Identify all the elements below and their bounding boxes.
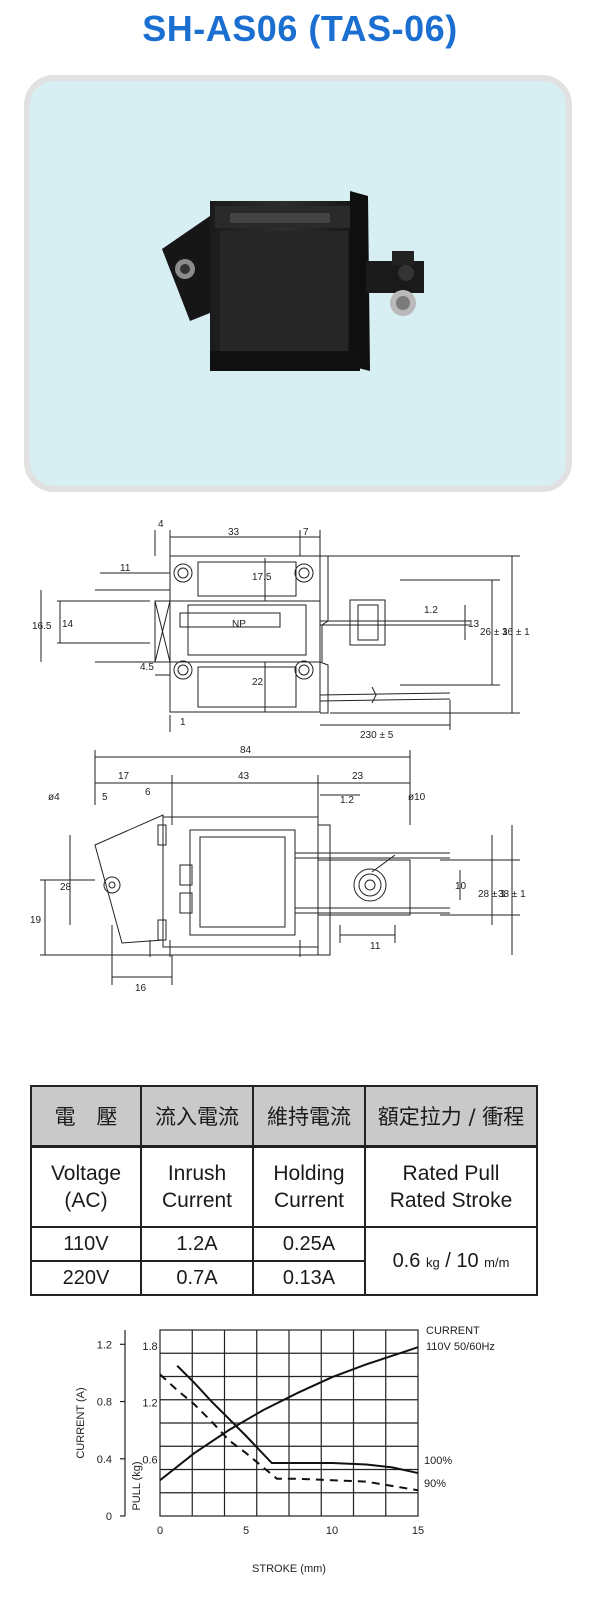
header-rated-zh: 額定拉力 / 衝程: [364, 1085, 538, 1148]
dim-front-6: 6: [145, 787, 151, 798]
dim-top-22: 22: [252, 677, 264, 688]
dim-top-16-5: 16.5: [32, 621, 52, 632]
x-tick-label: 10: [326, 1525, 338, 1537]
cell-rated: 0.6 kg / 10 m/m: [364, 1226, 538, 1296]
header-voltage-zh: 電 壓: [30, 1085, 142, 1148]
table-row: 110V 1.2A 0.25A 0.6 kg / 10 m/m: [30, 1226, 538, 1296]
cell-voltage: 110V: [30, 1226, 142, 1262]
dim-top-14: 14: [62, 619, 74, 630]
pull-tick-label: 0.6: [142, 1454, 157, 1466]
current-axis-label: CURRENT (A): [75, 1387, 87, 1458]
header-voltage-en: Voltage(AC): [30, 1145, 142, 1228]
pull-tick-label: 1.8: [142, 1341, 157, 1353]
dim-front-16: 16: [135, 983, 147, 994]
x-tick-label: 0: [157, 1525, 163, 1537]
current-tick-label: 0.8: [97, 1397, 112, 1409]
dimension-drawing: 4 33 7 11 17.5 16.5 14 NP 1.2 13 26 ± 1 …: [30, 519, 530, 994]
dim-front-17: 17: [118, 771, 130, 782]
spec-table: 電 壓 流入電流 維持電流 額定拉力 / 衝程 Voltage(AC) Inru…: [30, 1085, 538, 1296]
dim-front-phi4: ø4: [48, 792, 60, 803]
series-line-current: [159, 1346, 419, 1482]
header-holding-zh: 維持電流: [252, 1085, 366, 1148]
current-tick-label: 0.4: [97, 1454, 112, 1466]
page-title: SH-AS06 (TAS-06): [142, 8, 458, 49]
dim-top-36: 36 ± 1: [502, 627, 530, 638]
dim-front-5: 5: [102, 792, 108, 803]
dim-front-19: 19: [30, 915, 42, 926]
cell-holding: 0.25A: [252, 1226, 366, 1262]
product-photo-panel: [24, 75, 572, 492]
current-tick-label: 0: [106, 1511, 112, 1523]
dim-front-38: 38 ± 1: [498, 889, 526, 900]
x-tick-label: 15: [412, 1525, 424, 1537]
dim-front-28: 28: [60, 882, 72, 893]
cell-voltage: 220V: [30, 1260, 142, 1296]
current-tick-label: 1.2: [97, 1339, 112, 1351]
cell-inrush: 1.2A: [140, 1226, 254, 1262]
dim-top-7: 7: [303, 527, 309, 538]
dim-top-26: 26 ± 1: [480, 627, 508, 638]
dim-top-1: 1: [180, 717, 186, 728]
solenoid-photo: [162, 191, 424, 371]
dim-top-4: 4: [158, 519, 164, 530]
dim-top-33: 33: [228, 527, 240, 538]
dim-top-11: 11: [120, 563, 131, 574]
dim-front-1-2: 1.2: [340, 795, 354, 806]
dim-front-10: 10: [455, 881, 467, 892]
dim-front-23: 23: [352, 771, 364, 782]
dim-top-17-5: 17.5: [252, 572, 272, 583]
cell-inrush: 0.7A: [140, 1260, 254, 1296]
dim-front-28t: 28 ± 1: [478, 889, 506, 900]
dim-front-43: 43: [238, 771, 250, 782]
dim-front-11: 11: [370, 941, 381, 952]
series-line-100: [176, 1365, 419, 1475]
legend-label: 110V 50/60Hz: [426, 1341, 495, 1353]
pull-axis-label: PULL (kg): [131, 1461, 143, 1510]
legend-label: CURRENT: [426, 1325, 480, 1337]
dim-top-230: 230 ± 5: [360, 730, 394, 741]
cell-holding: 0.13A: [252, 1260, 366, 1296]
dim-top-13: 13: [468, 619, 480, 630]
dim-top-np: NP: [232, 619, 246, 630]
header-inrush-zh: 流入電流: [140, 1085, 254, 1148]
dim-front-84: 84: [240, 745, 252, 756]
series-line-90: [159, 1373, 419, 1492]
dim-top-4-5: 4.5: [140, 662, 154, 673]
table-row: 220V 0.7A 0.13A: [30, 1260, 537, 1296]
x-axis-label: STROKE (mm): [252, 1563, 326, 1575]
legend-label: 90%: [424, 1478, 446, 1490]
legend-label: 100%: [424, 1455, 452, 1467]
x-tick-label: 5: [243, 1525, 249, 1537]
dim-front-phi10: ø10: [408, 792, 426, 803]
pull-tick-label: 1.2: [142, 1398, 157, 1410]
dim-top-1-2: 1.2: [424, 605, 438, 616]
